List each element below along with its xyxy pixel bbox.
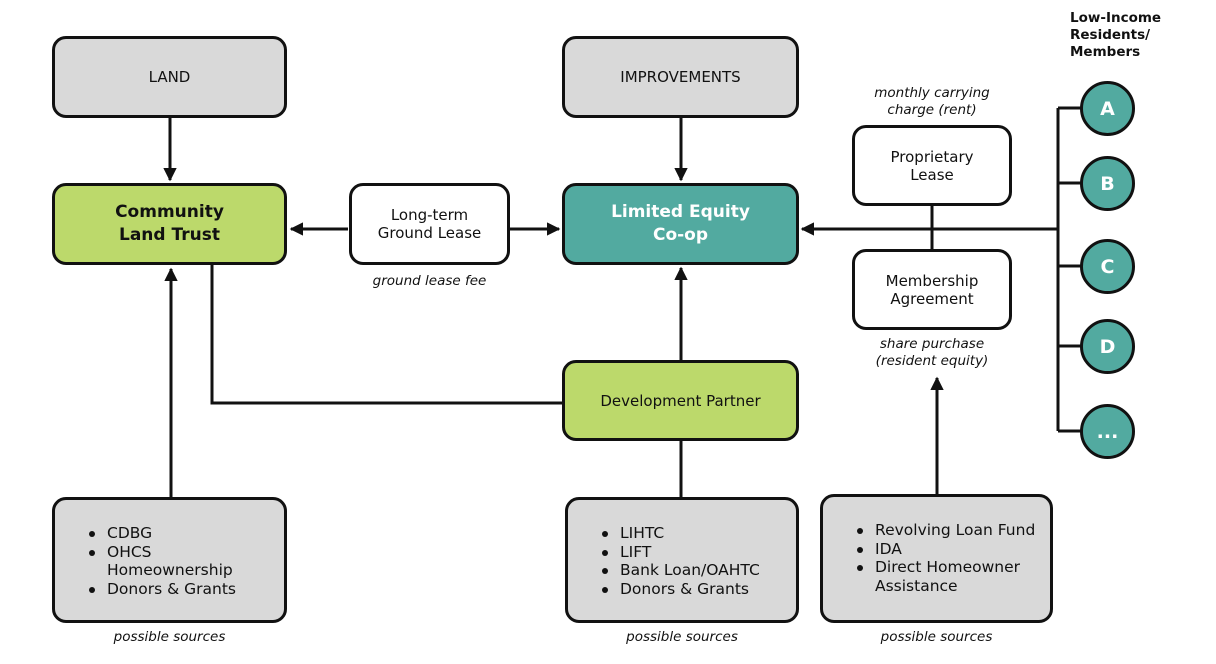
clt-label-line1: Community [115, 202, 224, 222]
share-purchase-line2: (resident equity) [875, 353, 989, 369]
proprietary-lease-line1: Proprietary [890, 147, 974, 166]
members-title-line3: Members [1070, 44, 1141, 60]
members-title: Low-Income Residents/ Members [1070, 10, 1161, 61]
resident-sources-list: Revolving Loan Fund IDA Direct Homeowner… [845, 521, 1040, 595]
community-land-trust-box: Community Land Trust [52, 183, 287, 265]
coop-label-line2: Co-op [652, 225, 709, 245]
coop-label-line1: Limited Equity [611, 202, 750, 222]
share-purchase-line1: share purchase [879, 336, 985, 352]
list-item: Donors & Grants [77, 580, 274, 599]
members-title-line2: Residents/ [1070, 27, 1151, 43]
ground-lease-box: Long-term Ground Lease [349, 183, 510, 265]
development-partner-box: Development Partner [562, 360, 799, 441]
improvements-box: IMPROVEMENTS [562, 36, 799, 118]
possible-sources-label-3: possible sources [880, 629, 993, 645]
list-item: CDBG [77, 524, 274, 543]
development-partner-label: Development Partner [600, 391, 761, 410]
carrying-charge-label: monthly carrying charge (rent) [852, 85, 1012, 119]
line-clt-to-partner [210, 265, 562, 405]
ground-lease-fee-label: ground lease fee [372, 273, 487, 289]
possible-sources-label-1: possible sources [113, 629, 226, 645]
proprietary-lease-box: Proprietary Lease [852, 125, 1012, 206]
members-title-line1: Low-Income [1070, 10, 1162, 26]
member-a: A [1080, 81, 1135, 136]
membership-agreement-line1: Membership [885, 271, 979, 290]
ground-lease-line2: Ground Lease [377, 224, 482, 242]
list-item: Direct Homeowner Assistance [845, 558, 1040, 595]
member-c: C [1080, 239, 1135, 294]
possible-sources-label-2: possible sources [626, 629, 738, 645]
list-item: Bank Loan/OAHTC [590, 561, 760, 580]
member-b: B [1080, 156, 1135, 211]
share-purchase-label: share purchase (resident equity) [852, 336, 1012, 370]
membership-agreement-line2: Agreement [890, 289, 974, 308]
limited-equity-coop-box: Limited Equity Co-op [562, 183, 799, 265]
clt-sources-box: CDBG OHCS Homeownership Donors & Grants [52, 497, 287, 623]
resident-sources-box: Revolving Loan Fund IDA Direct Homeowner… [820, 494, 1053, 623]
list-item: Revolving Loan Fund [845, 521, 1040, 540]
land-box: LAND [52, 36, 287, 118]
improvements-label: IMPROVEMENTS [620, 68, 741, 86]
ground-lease-line1: Long-term [390, 206, 469, 224]
list-item: Donors & Grants [590, 580, 760, 599]
proprietary-lease-line2: Lease [910, 165, 954, 184]
membership-agreement-box: Membership Agreement [852, 249, 1012, 330]
carrying-charge-line2: charge (rent) [887, 102, 977, 118]
carrying-charge-line1: monthly carrying [874, 85, 990, 101]
member-more: ... [1080, 404, 1135, 459]
list-item: LIFT [590, 543, 760, 562]
list-item: IDA [845, 540, 1040, 559]
partner-sources-box: LIHTC LIFT Bank Loan/OAHTC Donors & Gran… [565, 497, 799, 623]
list-item: LIHTC [590, 524, 760, 543]
clt-sources-list: CDBG OHCS Homeownership Donors & Grants [77, 524, 274, 598]
land-label: LAND [148, 68, 191, 86]
partner-sources-list: LIHTC LIFT Bank Loan/OAHTC Donors & Gran… [590, 524, 760, 598]
list-item: OHCS Homeownership [77, 543, 274, 580]
clt-label-line2: Land Trust [119, 225, 220, 245]
member-d: D [1080, 319, 1135, 374]
